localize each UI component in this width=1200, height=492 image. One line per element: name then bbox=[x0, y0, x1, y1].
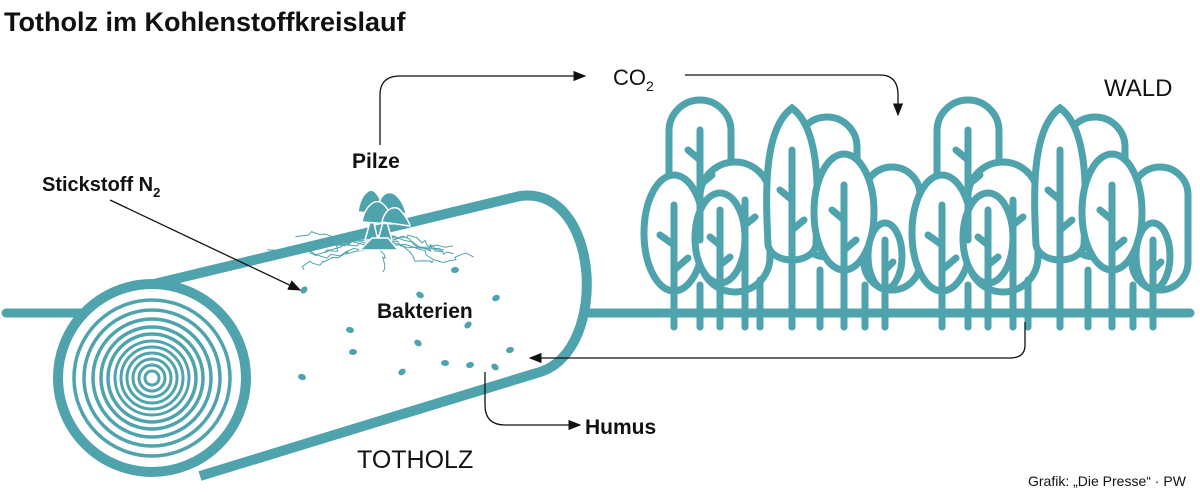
tree-ring bbox=[106, 332, 198, 424]
tree-ring bbox=[131, 357, 173, 399]
hypha-strand bbox=[293, 239, 379, 257]
bacterium bbox=[466, 361, 474, 369]
tree-rings-icon bbox=[53, 279, 251, 477]
bacterium bbox=[506, 346, 514, 354]
bacterium bbox=[416, 291, 424, 299]
stickstoff-label: Stickstoff N2 bbox=[42, 174, 160, 200]
tree-ring bbox=[137, 363, 167, 393]
forest-return-arrow bbox=[528, 322, 1026, 364]
bacterium bbox=[451, 266, 459, 274]
bacterium bbox=[491, 363, 499, 371]
bacterium bbox=[492, 294, 500, 302]
credit-text: Grafik: „Die Presse“ · PW bbox=[1028, 473, 1187, 489]
bacterium bbox=[398, 368, 406, 376]
tree-ring bbox=[125, 351, 179, 405]
co2-release-arrow bbox=[379, 70, 587, 145]
hypha-strand bbox=[377, 239, 474, 264]
humus-arrow bbox=[484, 372, 582, 431]
tree-ring bbox=[143, 369, 161, 387]
hypha-strand bbox=[295, 231, 379, 247]
mushroom-icon bbox=[357, 189, 411, 251]
tree-ring bbox=[91, 317, 213, 439]
co2-label: CO2 bbox=[613, 65, 654, 94]
nitrogen-arrow bbox=[109, 199, 302, 291]
tree-ring bbox=[82, 308, 222, 448]
humus-label: Humus bbox=[585, 416, 656, 439]
co2-uptake-arrow bbox=[685, 74, 904, 117]
bakterien-label: Bakterien bbox=[377, 300, 473, 323]
tree-ring bbox=[99, 325, 205, 431]
hypha-strand bbox=[267, 238, 379, 252]
bacterium bbox=[298, 373, 306, 381]
dead-wood-log-icon bbox=[148, 190, 592, 481]
forest-trees-icon bbox=[644, 100, 1188, 327]
bacterium bbox=[414, 339, 422, 347]
bacterium bbox=[464, 321, 472, 329]
pilze-label: Pilze bbox=[352, 150, 400, 173]
totholz-label: TOTHOLZ bbox=[357, 446, 473, 474]
wald-label: WALD bbox=[1104, 75, 1172, 102]
tree-ring bbox=[113, 339, 191, 417]
bacterium bbox=[441, 359, 449, 367]
diagram-title: Totholz im Kohlenstoffkreislauf bbox=[4, 7, 407, 37]
tree-ring bbox=[72, 298, 232, 458]
bacterium bbox=[349, 348, 357, 356]
bacterium bbox=[300, 286, 308, 294]
tree-ring bbox=[119, 345, 185, 411]
bacterium bbox=[346, 326, 354, 334]
bacteria-icon bbox=[298, 266, 514, 381]
